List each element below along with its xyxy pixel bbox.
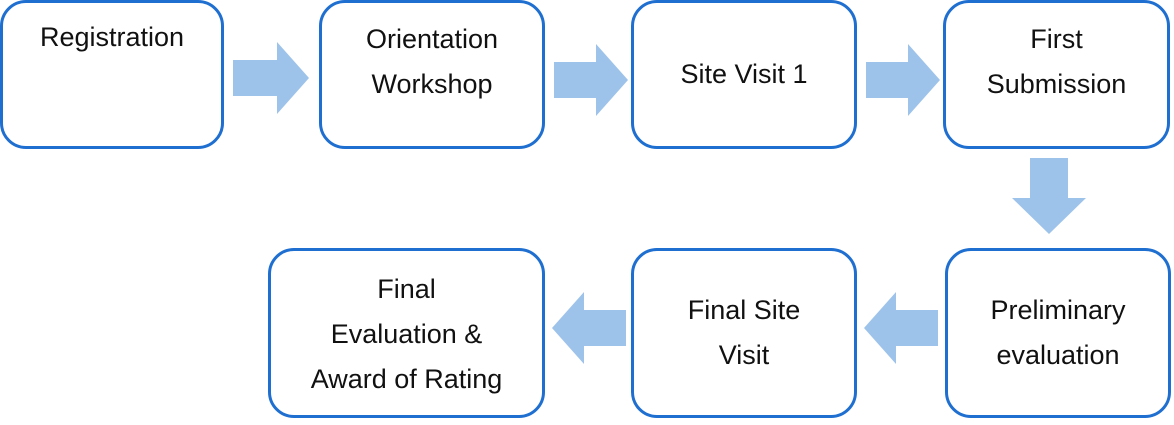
step-site-visit-1-line-1: Site Visit 1 bbox=[680, 59, 808, 89]
step-final-evaluation-line-2: Evaluation & bbox=[330, 319, 483, 349]
step-preliminary-line-2: evaluation bbox=[996, 340, 1120, 370]
step-final-evaluation-line-3: Award of Rating bbox=[310, 364, 503, 394]
step-final-evaluation-award: Final Evaluation & Award of Rating bbox=[268, 248, 545, 418]
step-final-site-visit-line-2: Visit bbox=[718, 340, 770, 370]
arrow-right-icon bbox=[554, 44, 628, 116]
step-site-visit-1: Site Visit 1 bbox=[631, 0, 857, 149]
step-preliminary-line-1: Preliminary bbox=[990, 295, 1126, 325]
step-orientation-line-1: Orientation bbox=[365, 24, 499, 54]
step-final-evaluation-line-1: Final bbox=[377, 274, 436, 304]
step-orientation-line-2: Workshop bbox=[371, 69, 493, 99]
step-preliminary-evaluation: Preliminary evaluation bbox=[945, 248, 1171, 418]
step-first-submission-line-2: Submission bbox=[986, 69, 1127, 99]
step-orientation-workshop: Orientation Workshop bbox=[319, 0, 545, 149]
step-final-site-visit: Final Site Visit bbox=[631, 248, 857, 418]
arrow-left-icon bbox=[552, 292, 626, 364]
step-first-submission-line-1: First bbox=[1030, 24, 1083, 54]
arrow-right-icon bbox=[866, 44, 940, 116]
step-registration: Registration bbox=[0, 0, 224, 149]
arrow-down-icon bbox=[1012, 158, 1086, 234]
step-first-submission: First Submission bbox=[943, 0, 1170, 149]
arrow-left-icon bbox=[864, 292, 938, 364]
step-registration-line-1: Registration bbox=[39, 22, 185, 52]
arrow-right-icon bbox=[233, 42, 309, 114]
step-final-site-visit-line-1: Final Site bbox=[687, 295, 801, 325]
